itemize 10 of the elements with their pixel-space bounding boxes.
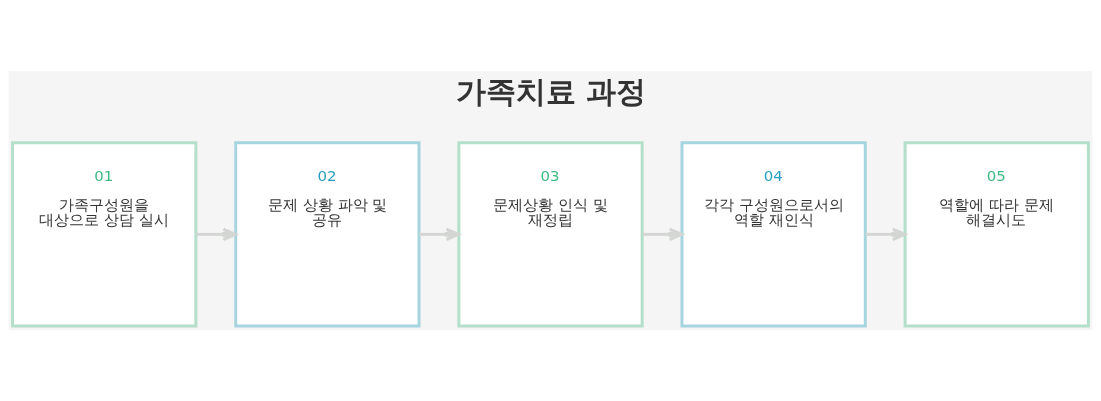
diagram-title: 가족치료 과정	[455, 73, 647, 109]
node-box: 05 역할에 따라 문제 해결시도	[903, 141, 1090, 328]
arrow	[865, 227, 907, 242]
node-box: 04 각각 구성원으로서의 역할 재인식	[680, 141, 867, 328]
arrow	[642, 227, 684, 242]
arrow	[419, 227, 461, 242]
arrow	[196, 227, 237, 242]
node-box: 03 문제상황 인식 및 재정립	[457, 141, 644, 328]
node-box: 02 문제 상황 파악 및 공유	[234, 141, 421, 328]
node-box: 01 가족구성원을 대상으로 상담 실시	[11, 141, 198, 328]
